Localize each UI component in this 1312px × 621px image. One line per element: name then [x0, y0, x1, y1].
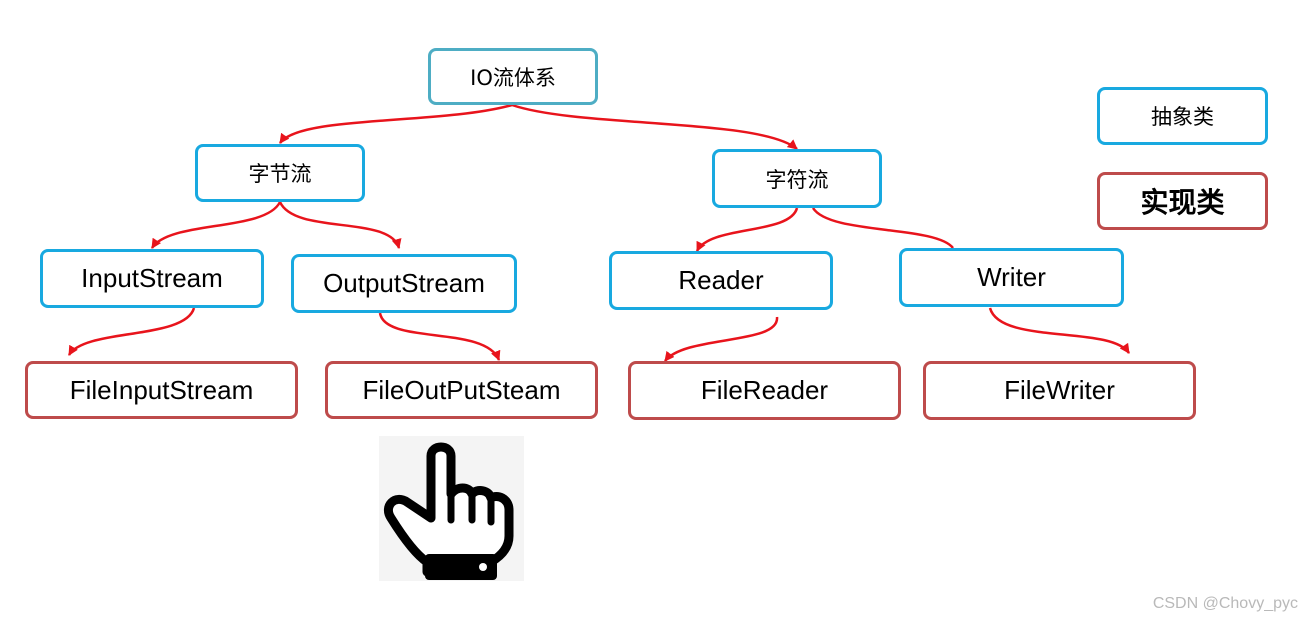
- node-reader: Reader: [609, 251, 833, 310]
- node-input-stream: InputStream: [40, 249, 264, 308]
- node-byte-stream: 字节流: [195, 144, 365, 202]
- node-writer: Writer: [899, 248, 1124, 307]
- watermark-text: CSDN @Chovy_pyc: [1152, 595, 1298, 612]
- node-file-input-stream: FileInputStream: [25, 361, 298, 419]
- arrow-char-to-reader: [695, 207, 799, 252]
- arrow-root-to-byte: [278, 103, 513, 144]
- node-char-stream: 字符流: [712, 149, 882, 208]
- legend-concrete-class: 实现类: [1097, 172, 1268, 230]
- node-file-output-stream: FileOutPutSteam: [325, 361, 598, 419]
- arrow-writer-to-filewriter: [988, 307, 1131, 354]
- arrow-input-to-fileinput: [67, 307, 196, 356]
- arrow-byte-to-output: [278, 201, 402, 249]
- arrow-byte-to-input: [150, 201, 282, 249]
- arrow-char-to-writer: [811, 207, 954, 249]
- hand-pointer-icon: [379, 436, 524, 581]
- arrow-root-to-char: [511, 103, 798, 150]
- arrow-reader-to-filereader: [664, 316, 779, 362]
- legend-abstract-class: 抽象类: [1097, 87, 1268, 145]
- node-file-reader: FileReader: [628, 361, 901, 420]
- node-file-writer: FileWriter: [923, 361, 1196, 420]
- node-output-stream: OutputStream: [291, 254, 517, 313]
- arrow-output-to-fileoutput: [378, 312, 501, 361]
- node-io-system: IO流体系: [428, 48, 598, 105]
